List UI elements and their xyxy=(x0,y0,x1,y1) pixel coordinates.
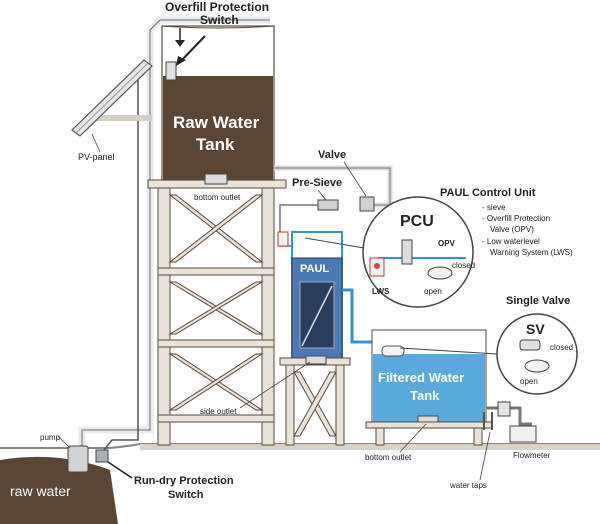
water-taps-pointer xyxy=(479,431,491,481)
filtered-water-tank xyxy=(373,354,485,422)
rundry-switch-label: Switch xyxy=(168,489,204,501)
ground-line xyxy=(0,443,600,449)
pcu-closed-label: closed xyxy=(452,261,475,270)
pcu-title: PAUL Control Unit xyxy=(440,187,536,199)
raw-water-tank xyxy=(163,76,273,180)
rundry-protection-label: Run-dry Protection xyxy=(134,475,234,487)
raw-tank-label-2: Tank xyxy=(196,135,235,154)
pcu-label: PCU xyxy=(400,213,434,230)
pcu-item-lws-1: - Low waterlevel xyxy=(482,237,540,246)
control-box xyxy=(277,231,289,247)
rundry-pointer xyxy=(107,461,133,479)
overfill-switch-label: Switch xyxy=(200,13,239,27)
pcu-open-label: open xyxy=(424,287,442,296)
pcu-callout-line xyxy=(304,237,365,249)
pcu-item-lws-2: Warning System (LWS) xyxy=(490,248,573,257)
filtered-float-valve xyxy=(381,345,405,357)
valve-label: Valve xyxy=(318,149,346,161)
bottom-outlet-pointer xyxy=(399,423,427,453)
filtered-tank-label-1: Filtered Water xyxy=(378,370,464,385)
tank-top-wave xyxy=(161,25,275,29)
pv-panel-pointer xyxy=(91,133,101,153)
pv-panel-label: PV-panel xyxy=(78,152,115,162)
run-dry-switch xyxy=(95,449,109,463)
pump-pointer xyxy=(57,435,71,449)
sv-open-label: open xyxy=(520,377,538,386)
pump-pipe-outline xyxy=(81,19,270,450)
raw-water-pit xyxy=(0,456,118,524)
sv-valve-body xyxy=(519,339,541,351)
pcu-item-opv-1: - Overfill Protection xyxy=(482,214,550,223)
raw-tank-label-1: Raw Water xyxy=(173,113,260,132)
pump-label: pump xyxy=(40,433,61,442)
overfill-protection-label: Overfill Protection xyxy=(165,0,269,14)
valve-pointer xyxy=(343,161,367,197)
paul-label: PAUL xyxy=(300,263,329,275)
paul-stand xyxy=(279,357,351,446)
pcu-float xyxy=(427,266,453,280)
single-valve-label: Single Valve xyxy=(506,295,570,307)
pipe-raw-to-sieve-line xyxy=(274,167,391,206)
filtered-tank-label-2: Tank xyxy=(410,388,440,403)
opv-label: OPV xyxy=(438,239,456,248)
valve xyxy=(359,196,375,212)
side-outlet-pointer xyxy=(239,361,311,409)
pv-panel-edge xyxy=(75,62,149,134)
ground-strip xyxy=(140,444,600,450)
pcu-item-opv-2: Valve (OPV) xyxy=(490,225,534,234)
sv-callout-line xyxy=(399,347,498,355)
pre-sieve xyxy=(317,199,339,211)
pipe-paul-to-filtered xyxy=(342,288,385,344)
raw-tank-outlet xyxy=(204,173,228,185)
tower-braces xyxy=(168,194,264,411)
sv-float xyxy=(524,359,550,373)
pump xyxy=(67,445,89,473)
overfill-pointer-head xyxy=(176,56,186,66)
raw-water-label: raw water xyxy=(10,483,71,499)
side-outlet-label: side outlet xyxy=(200,407,237,416)
pre-sieve-label: Pre-Sieve xyxy=(292,177,342,189)
flowmeter-label: Flowmeter xyxy=(513,451,551,460)
sv-label: SV xyxy=(526,321,545,337)
filtered-tank-stand xyxy=(365,421,493,446)
inflow-arrowhead xyxy=(175,40,185,47)
paul-side-outlet xyxy=(305,355,327,365)
sv-closed-label: closed xyxy=(550,343,573,352)
pcu-lws-indicator xyxy=(374,263,380,269)
tower xyxy=(147,179,287,446)
bottom-outlet-bottom-label: bottom outlet xyxy=(365,453,412,462)
pre-sieve-pointer xyxy=(317,189,327,201)
water-taps-label: water taps xyxy=(449,481,487,490)
bottom-outlet-top-label: bottom outlet xyxy=(194,193,241,202)
tap-box xyxy=(509,425,537,443)
overfill-pointer xyxy=(179,35,206,63)
pcu-opv xyxy=(401,239,413,265)
flowmeter xyxy=(497,401,511,417)
paul-membrane-diagonal xyxy=(301,285,333,347)
overfill-switch xyxy=(165,61,177,81)
pcu-item-sieve: - sieve xyxy=(482,203,506,212)
pcu-callout xyxy=(362,196,474,308)
cable xyxy=(99,70,139,456)
lws-label: LWS xyxy=(372,287,390,296)
